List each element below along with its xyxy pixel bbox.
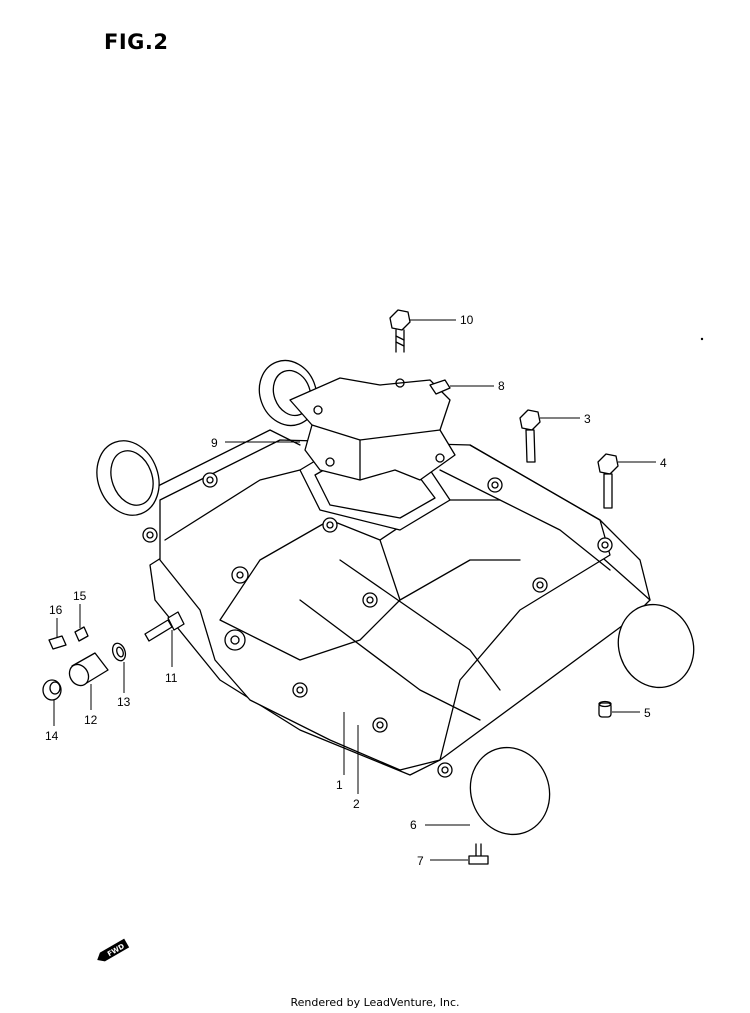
breather-cover [289,377,456,481]
screw-16 [48,635,67,650]
callout-15: 15 [73,589,87,603]
o-ring-13 [111,642,127,662]
callout-6: 6 [410,818,417,832]
oil-pressure-switch-11 [144,611,185,642]
callout-4: 4 [660,456,667,470]
callout-8: 8 [498,379,505,393]
figure-title: FIG.2 [104,30,169,54]
bolt-7 [468,843,489,865]
callout-1: 1 [336,778,343,792]
callout-10: 10 [460,313,474,327]
callout-13: 13 [117,695,131,709]
callout-2: 2 [353,797,360,811]
plug-14 [42,679,62,701]
callout-leaders [53,319,656,861]
washer-15 [74,626,89,642]
callout-16: 16 [49,603,63,617]
callout-5: 5 [644,706,651,720]
bolt-10 [389,309,411,353]
bolt-3 [519,409,541,463]
callout-11: 11 [165,671,178,685]
callout-12: 12 [84,713,98,727]
render-credit: Rendered by LeadVenture, Inc. [290,996,460,1009]
forward-label: FWD [106,942,126,958]
dowel-pin-5 [598,700,612,718]
bolt-4 [597,453,619,509]
stray-dot [700,337,704,341]
callout-7: 7 [417,854,424,868]
cam-end-cap-front [469,746,551,836]
cam-end-cap-right [617,603,695,689]
callout-9: 9 [211,436,218,450]
forward-direction-arrow: FWD [97,938,130,962]
callout-3: 3 [584,412,591,426]
housing-end-cap-left-upper [96,440,160,516]
union-12 [68,652,109,687]
cam-cover-housing [142,429,651,778]
callout-14: 14 [45,729,59,743]
